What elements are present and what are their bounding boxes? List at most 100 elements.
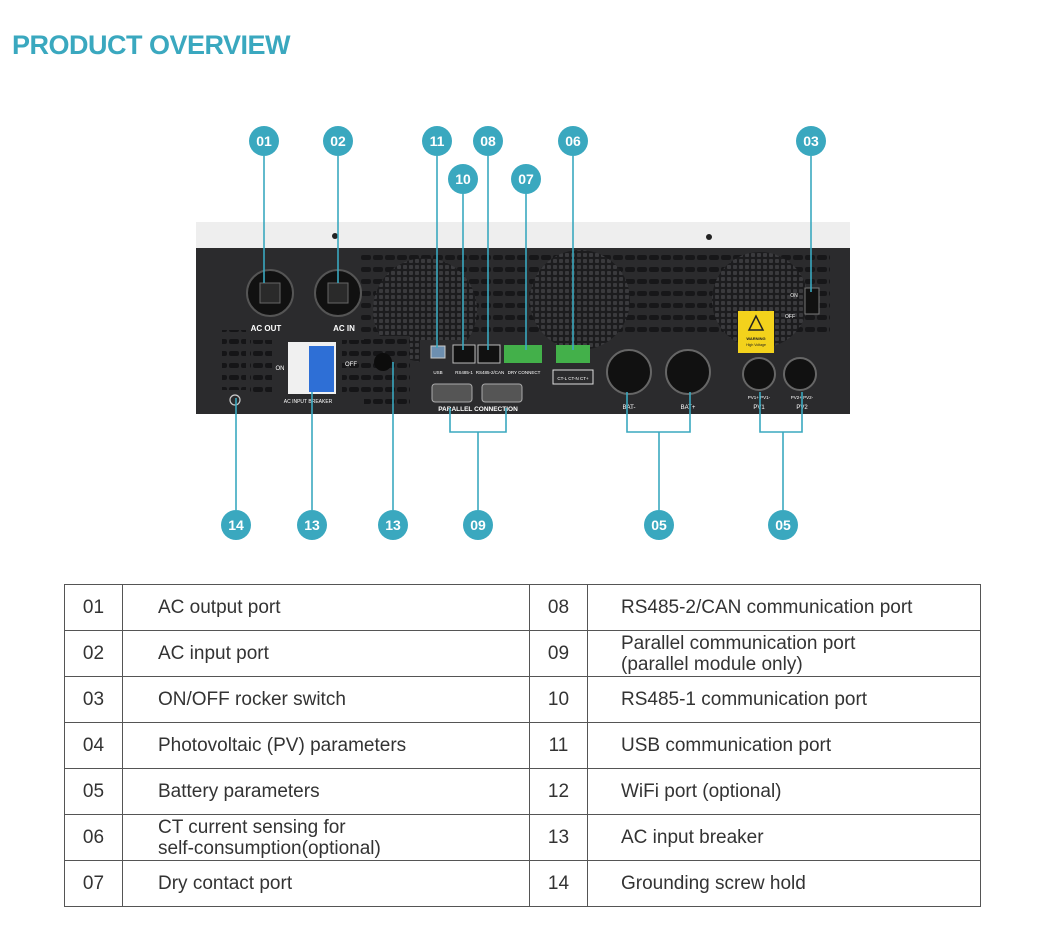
fan-grille	[530, 250, 630, 350]
item-description: AC input breaker	[621, 827, 764, 848]
table-row: 07 Dry contact port 14 Grounding screw h…	[64, 860, 981, 907]
item-number: 05	[64, 768, 123, 815]
svg-text:ON: ON	[790, 293, 798, 299]
svg-text:DRY CONNECT: DRY CONNECT	[508, 370, 541, 375]
item-description: AC output port	[158, 597, 281, 618]
svg-text:OFF: OFF	[785, 314, 795, 320]
svg-text:RS485-1: RS485-1	[455, 370, 473, 375]
parallel-port-2	[481, 383, 523, 403]
table-row: 04 Photovoltaic (PV) parameters 11 USB c…	[64, 722, 981, 769]
item-number: 08	[529, 584, 588, 631]
svg-text:14: 14	[228, 517, 244, 533]
svg-text:07: 07	[518, 171, 534, 187]
item-description: RS485-2/CAN communication port	[621, 597, 913, 618]
table-row: 05 Battery parameters 12 WiFi port (opti…	[64, 768, 981, 815]
grounding-screw	[229, 394, 241, 406]
item-description: RS485-1 communication port	[621, 689, 868, 710]
parallel-port-1	[431, 383, 473, 403]
device-top-panel	[196, 222, 850, 248]
svg-text:05: 05	[651, 517, 667, 533]
item-number: 01	[64, 584, 123, 631]
table-row: 06 CT current sensing for self-consumpti…	[64, 814, 981, 861]
item-description: Dry contact port	[158, 873, 293, 894]
callout-badge-05b: 05	[768, 510, 798, 540]
pv1-connector	[742, 357, 776, 391]
dry-contact-port	[504, 345, 542, 363]
item-number: 07	[64, 860, 123, 907]
item-description: Photovoltaic (PV) parameters	[158, 735, 407, 756]
item-description: WiFi port (optional)	[621, 781, 782, 802]
inverter-device: AC OUT AC IN ON OFF AC INPUT BREAKER USB…	[196, 222, 850, 414]
parts-legend-table: 01 AC output port 08 RS485-2/CAN communi…	[64, 584, 981, 907]
warning-label	[738, 311, 774, 353]
svg-text:BAT-: BAT-	[623, 405, 636, 411]
callout-badge-06: 06	[558, 126, 588, 156]
item-description: ON/OFF rocker switch	[158, 689, 346, 710]
svg-text:CT-L CT-N CT+: CT-L CT-N CT+	[557, 376, 589, 381]
item-number: 10	[529, 676, 588, 723]
item-description: Grounding screw hold	[621, 873, 806, 894]
callout-badge-13b: 13	[378, 510, 408, 540]
callout-badge-11: 11	[422, 126, 452, 156]
item-description: Parallel communication port (parallel mo…	[621, 632, 856, 675]
ac-out-label: AC OUT	[251, 324, 282, 333]
onoff-rocker-switch	[804, 287, 820, 315]
callout-badge-14: 14	[221, 510, 251, 540]
item-description: CT current sensing for self-consumption(…	[158, 816, 381, 859]
item-number: 02	[64, 630, 123, 677]
rs485-2-can-port	[477, 344, 501, 364]
callout-badge-10: 10	[448, 164, 478, 194]
callout-badge-01: 01	[249, 126, 279, 156]
svg-text:08: 08	[480, 133, 496, 149]
ac-in-label: AC IN	[333, 324, 355, 333]
breaker-label: AC INPUT BREAKER	[284, 399, 333, 405]
item-number: 04	[64, 722, 123, 769]
inverter-diagram: AC OUT AC IN ON OFF AC INPUT BREAKER USB…	[196, 126, 850, 540]
parallel-label: PARALLEL CONNECTION	[438, 406, 518, 413]
svg-text:BAT+: BAT+	[681, 405, 696, 411]
svg-text:05: 05	[775, 517, 791, 533]
item-number: 11	[529, 722, 588, 769]
pv2-connector	[783, 357, 817, 391]
rs485-1-port	[452, 344, 476, 364]
svg-text:11: 11	[430, 133, 445, 149]
callout-badge-07: 07	[511, 164, 541, 194]
callout-badge-03: 03	[796, 126, 826, 156]
svg-text:WARNING: WARNING	[746, 336, 765, 341]
callout-badge-09: 09	[463, 510, 493, 540]
breaker-switch	[309, 346, 334, 392]
svg-text:10: 10	[455, 171, 471, 187]
vent-slots	[364, 336, 410, 406]
device-screw	[332, 233, 338, 239]
bat-minus-terminal	[606, 349, 652, 395]
item-number: 12	[529, 768, 588, 815]
svg-text:06: 06	[565, 133, 581, 149]
item-description: USB communication port	[621, 735, 832, 756]
callout-badge-08: 08	[473, 126, 503, 156]
usb-port	[430, 345, 446, 359]
svg-text:09: 09	[470, 517, 486, 533]
svg-text:13: 13	[385, 517, 401, 533]
svg-text:03: 03	[803, 133, 819, 149]
table-row: 01 AC output port 08 RS485-2/CAN communi…	[64, 584, 981, 631]
bat-plus-terminal	[665, 349, 711, 395]
callout-lines	[235, 156, 812, 510]
item-number: 03	[64, 676, 123, 723]
table-row: 02 AC input port 09 Parallel communicati…	[64, 630, 981, 677]
svg-text:RS485-2/CAN: RS485-2/CAN	[476, 370, 505, 375]
svg-text:USB: USB	[433, 370, 442, 375]
item-description: Battery parameters	[158, 781, 320, 802]
item-number: 09	[529, 630, 588, 677]
item-description: AC input port	[158, 643, 269, 664]
wifi-port	[374, 353, 392, 371]
callout-badge-05a: 05	[644, 510, 674, 540]
page-title: PRODUCT OVERVIEW	[12, 30, 291, 60]
item-number: 06	[64, 814, 123, 861]
vent-slots	[222, 330, 246, 390]
callout-badge-02: 02	[323, 126, 353, 156]
svg-text:01: 01	[256, 133, 272, 149]
svg-text:02: 02	[330, 133, 346, 149]
callout-badge-13a: 13	[297, 510, 327, 540]
svg-text:High Voltage: High Voltage	[746, 343, 766, 347]
svg-text:ON: ON	[276, 366, 285, 372]
